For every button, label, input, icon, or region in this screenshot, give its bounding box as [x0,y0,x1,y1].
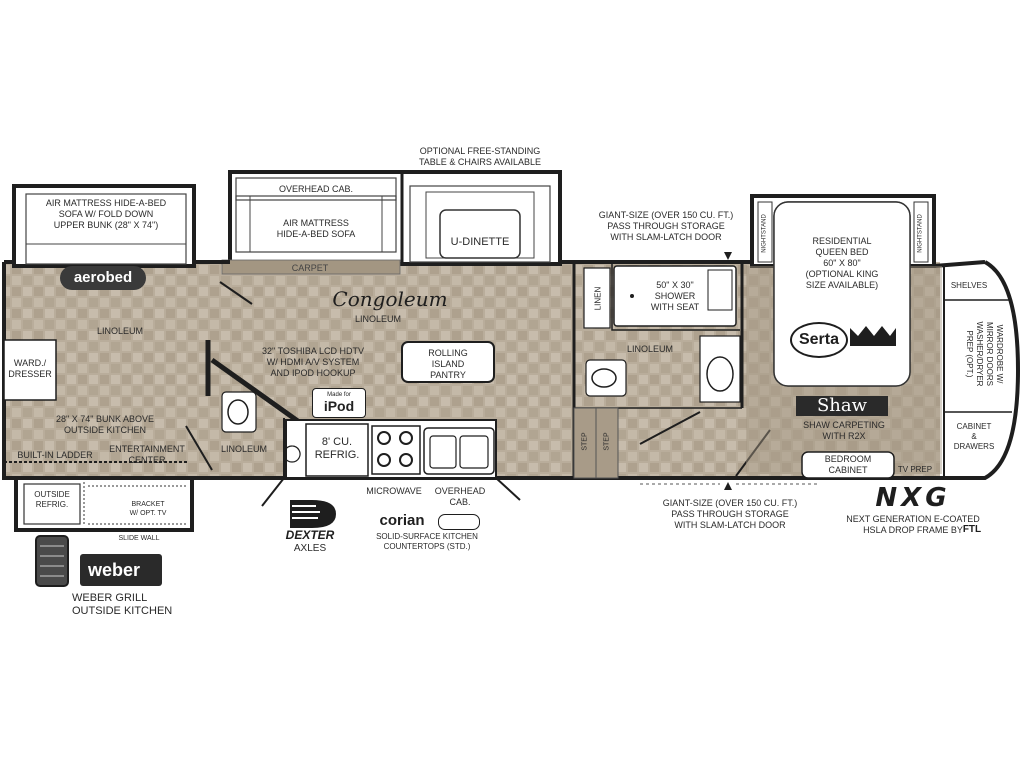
storage-bottom-label: GIANT-SIZE (OVER 150 CU. FT.) PASS THROU… [662,498,798,530]
wardrobe-mirror-label: WARDROBE W/ MIRROR DOORS WASHER/DRYER PR… [965,321,1004,387]
ipod-made-for-text: Made for [327,392,351,398]
shower-label: 50" x 30" SHOWER WITH SEAT [650,280,700,312]
bunk-slideout [12,184,196,268]
linoleum-toilet-label: LINOLEUM [220,444,267,454]
kitchen-counter [283,419,497,479]
rolling-island [401,341,495,383]
linoleum-bath-label: LINOLEUM [626,344,673,354]
slide-wall-label: SLIDE WALL [118,535,160,542]
step-1-label: STEP [581,432,589,451]
bracket-label: BRACKET W/ OPT. TV [129,501,167,517]
wardrobe-dresser-label: WARD./ DRESSER [8,358,52,379]
tv-prep-label: TV PREP [897,465,933,474]
doors [261,477,521,507]
built-in-ladder-label: BUILT-IN LADDER [17,450,93,460]
outside-refrig-label: OUTSIDE REFRIG. [34,490,70,509]
queen-bed [773,201,911,387]
aerobed-logo: aerobed [60,266,146,290]
overhead-cab-label: OVERHEAD CAB. [278,184,354,194]
nxg-caption: NEXT GENERATION E-COATED HSLA DROP FRAME… [846,514,980,535]
overhead-cab-kitchen-label: OVERHEAD CAB. [434,486,486,507]
storage-arrow-bottom [724,482,732,490]
nightstand-right-label: NIGHTSTAND [917,214,924,253]
outside-kitchen [14,476,194,587]
bunk-above-label: 28" X 74" BUNK ABOVE OUTSIDE KITCHEN [56,414,154,435]
sofa-slideout [221,170,562,275]
shaw-logo: Shaw [796,396,888,416]
entertainment-center-label: ENTERTAINMENT CENTER [109,444,185,465]
wardrobe-dresser [3,339,57,401]
u-dinette-label: U-DINETTE [450,236,510,248]
shelves-label: SHELVES [950,281,988,290]
dupont-oval-icon [438,514,480,530]
refrig-label: 8' CU. REFRIG. [314,436,360,461]
dexter-logo-shape [290,500,336,528]
bedroom-cabinet [801,451,895,479]
rolling-island-label: ROLLING ISLAND PANTRY [428,348,468,380]
corian-caption: SOLID-SURFACE KITCHEN COUNTERTOPS (STD.) [376,532,478,551]
serta-logo: Serta [790,322,848,358]
air-mattress-bunk-label: AIR MATTRESS HIDE-A-BED SOFA W/ FOLD DOW… [45,198,167,230]
optional-table-label: OPTIONAL FREE-STANDING TABLE & CHAIRS AV… [418,146,542,167]
bedroom-cabinet-label: BEDROOM CABINET [824,454,872,475]
nxg-logo: NXG [875,483,951,513]
dexter-logo: DEXTER [285,528,335,542]
residential-bed-label: RESIDENTIAL QUEEN BED 60" x 80" (OPTIONA… [805,236,879,290]
shaw-carpeting-label: SHAW CARPETING WITH R2X [803,420,885,441]
air-mattress-sofa-label: AIR MATTRESS HIDE-A-BED SOFA [276,218,356,239]
corian-logo: corian [379,512,425,529]
linoleum-center-label: LINOLEUM [354,314,401,324]
weber-caption: WEBER GRILL OUTSIDE KITCHEN [72,592,173,617]
carpet-label: CARPET [291,263,329,273]
linen-label: LINEN [593,286,603,311]
congoleum-logo: Congoleum [332,287,448,311]
steps [573,407,619,479]
linoleum-left-label: LINOLEUM [96,326,143,336]
bath-fixtures [221,265,741,433]
ipod-badge: Made for iPod [312,388,366,418]
ipod-text: iPod [323,398,355,414]
crown-icon [850,326,896,346]
step-2-label: STEP [603,432,611,451]
storage-arrow-top [724,252,732,260]
hdtv-label: 32" TOSHIBA LCD HDTV W/ HDMI A/V SYSTEM … [262,346,364,378]
cabinet-drawers-label: CABINET & DRAWERS [953,422,995,451]
weber-logo: weber [80,554,162,586]
exterior-walls [2,260,1021,480]
dexter-axles-label: AXLES [293,543,327,554]
frame-maker-logo: FTL [962,524,982,535]
storage-top-label: GIANT-SIZE (OVER 150 CU. FT.) PASS THROU… [598,210,734,242]
microwave-label: MICROWAVE [366,486,422,496]
nightstand-left-label: NIGHTSTAND [761,214,768,253]
